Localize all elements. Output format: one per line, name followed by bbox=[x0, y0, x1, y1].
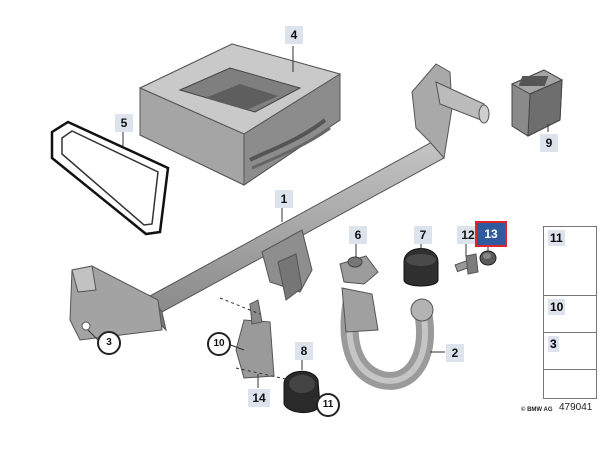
side-panel-label-3[interactable]: 3 bbox=[548, 336, 559, 352]
callout-1[interactable]: 1 bbox=[275, 190, 293, 208]
callout-11-circle[interactable]: 11 bbox=[316, 393, 340, 417]
callout-3-circle[interactable]: 3 bbox=[97, 331, 121, 355]
side-panel-label-11[interactable]: 11 bbox=[548, 230, 565, 246]
bracket-part-14[interactable] bbox=[235, 299, 291, 381]
ball-neck-part-2[interactable] bbox=[340, 287, 435, 390]
copyright-text: © BMW AG bbox=[521, 407, 553, 413]
callout-6[interactable]: 6 bbox=[349, 226, 367, 244]
callout-8[interactable]: 8 bbox=[295, 342, 313, 360]
side-panel-label-10[interactable]: 10 bbox=[548, 299, 566, 315]
electrical-socket-part-8[interactable] bbox=[283, 370, 321, 413]
ball-cap-part-7[interactable] bbox=[403, 248, 439, 287]
side-panel-box-tool bbox=[543, 369, 597, 399]
drawing-number: 479041 bbox=[559, 402, 593, 413]
towbar-crossbeam-part-1[interactable] bbox=[69, 63, 490, 341]
bolt-part-12[interactable] bbox=[454, 253, 479, 275]
callout-7[interactable]: 7 bbox=[414, 226, 432, 244]
callout-4[interactable]: 4 bbox=[285, 26, 303, 44]
gasket-frame-part-5[interactable] bbox=[50, 120, 170, 236]
small-cap-part-13[interactable] bbox=[479, 250, 497, 266]
callout-13-highlighted[interactable]: 13 bbox=[475, 221, 507, 247]
control-module-part-9[interactable] bbox=[510, 69, 564, 137]
socket-holder-part-6[interactable] bbox=[339, 255, 379, 285]
callout-14[interactable]: 14 bbox=[248, 389, 270, 407]
callout-12[interactable]: 12 bbox=[457, 226, 479, 244]
storage-tray-part-4[interactable] bbox=[138, 43, 342, 186]
callout-10-circle[interactable]: 10 bbox=[207, 332, 231, 356]
callout-2[interactable]: 2 bbox=[446, 344, 464, 362]
callout-5[interactable]: 5 bbox=[115, 114, 133, 132]
callout-9[interactable]: 9 bbox=[540, 134, 558, 152]
